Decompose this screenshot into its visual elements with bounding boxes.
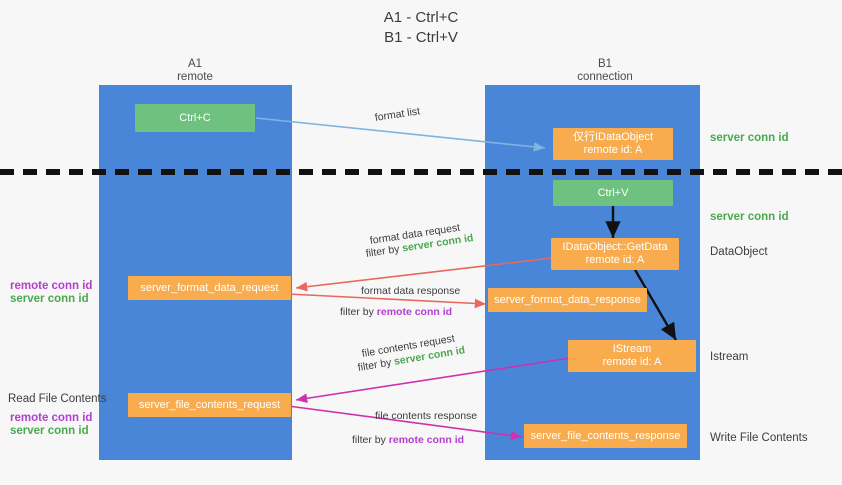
column-header-b1-sub: connection [577, 71, 633, 83]
left-label-server-conn-id-2-text: server conn id [10, 425, 89, 437]
node-server-format-data-request-label: server_format_data_request [140, 281, 279, 294]
edge-label-remote-conn-id-1: remote conn id [376, 306, 453, 318]
node-server-format-data-request[interactable]: server_format_data_request [128, 276, 291, 300]
right-label-write-file-contents-text: Write File Contents [710, 432, 808, 444]
edge-label-remote-conn-id-2: remote conn id [388, 434, 465, 446]
edge-label-file-contents-response: file contents response [375, 410, 477, 423]
edge-label-format-data-response-text: format data response [361, 285, 461, 297]
node-server-file-contents-response-label: server_file_contents_response [530, 429, 681, 442]
node-ctrl-v-label: Ctrl+V [597, 186, 629, 199]
node-ctrl-v[interactable]: Ctrl+V [553, 180, 673, 206]
node-server-file-contents-request[interactable]: server_file_contents_request [128, 393, 291, 417]
title-line-2: B1 - Ctrl+V [384, 29, 458, 46]
edge-label-format-list: format list [374, 105, 421, 125]
column-header-a1-sub: remote [177, 71, 213, 83]
node-idataobject-line1: 仅行IDataObject [572, 131, 654, 143]
left-label-read-file-contents-text: Read File Contents [8, 393, 107, 405]
title-line-1: A1 - Ctrl+C [383, 9, 459, 26]
node-server-format-data-response[interactable]: server_format_data_response [488, 288, 647, 312]
node-server-file-contents-request-label: server_file_contents_request [138, 398, 281, 411]
left-label-server-conn-id-1-text: server conn id [10, 293, 89, 305]
node-server-file-contents-response[interactable]: server_file_contents_response [524, 424, 687, 448]
page-title: A1 - Ctrl+C B1 - Ctrl+V [0, 8, 842, 48]
edge-label-format-data-response-filter: filter by remote conn id [340, 306, 452, 319]
left-label-remote-conn-id-1: remote conn id [10, 279, 92, 293]
right-label-dataobject: DataObject [710, 245, 768, 259]
node-idataobject[interactable]: 仅行IDataObject remote id: A [553, 128, 673, 160]
right-label-server-conn-id-2-text: server conn id [710, 211, 789, 223]
right-label-server-conn-id-2: server conn id [710, 210, 789, 224]
column-header-b1-name: B1 [597, 58, 613, 70]
edge-label-format-list-text: format list [374, 105, 421, 124]
node-getdata-line1: IDataObject::GetData [562, 241, 668, 253]
edge-label-filter-by-4: filter by [352, 434, 386, 446]
node-idataobject-line2: remote id: A [583, 144, 643, 156]
left-label-server-conn-id-1: server conn id [10, 292, 89, 306]
edge-label-file-contents-response-filter: filter by remote conn id [352, 434, 464, 447]
column-header-a1: A1 remote [140, 58, 250, 84]
node-getdata-line2: remote id: A [585, 254, 645, 266]
left-label-server-conn-id-2: server conn id [10, 424, 89, 438]
node-server-format-data-response-label: server_format_data_response [494, 293, 641, 306]
right-label-dataobject-text: DataObject [710, 246, 768, 258]
right-label-istream-text: Istream [710, 351, 749, 363]
node-ctrl-c-label: Ctrl+C [179, 111, 211, 124]
left-label-remote-conn-id-1-text: remote conn id [10, 280, 93, 292]
phase-divider [0, 169, 842, 175]
right-label-server-conn-id-1: server conn id [710, 131, 789, 145]
node-istream-line1: IStream [612, 343, 652, 355]
right-label-server-conn-id-1-text: server conn id [710, 132, 789, 144]
edge-label-format-data-response: format data response [361, 285, 460, 298]
edge-label-file-contents-response-text: file contents response [375, 410, 478, 422]
edge-label-filter-by-2: filter by [340, 306, 374, 318]
node-idataobject-getdata[interactable]: IDataObject::GetData remote id: A [551, 238, 679, 270]
node-istream[interactable]: IStream remote id: A [568, 340, 696, 372]
right-label-write-file-contents: Write File Contents [710, 431, 808, 445]
node-ctrl-c[interactable]: Ctrl+C [135, 104, 255, 132]
node-istream-line2: remote id: A [602, 356, 662, 368]
right-label-istream: Istream [710, 350, 748, 364]
column-header-b1: B1 connection [545, 58, 665, 84]
left-label-remote-conn-id-2: remote conn id [10, 411, 92, 425]
column-header-a1-name: A1 [187, 58, 203, 70]
left-label-read-file-contents: Read File Contents [8, 392, 106, 406]
left-label-remote-conn-id-2-text: remote conn id [10, 412, 93, 424]
